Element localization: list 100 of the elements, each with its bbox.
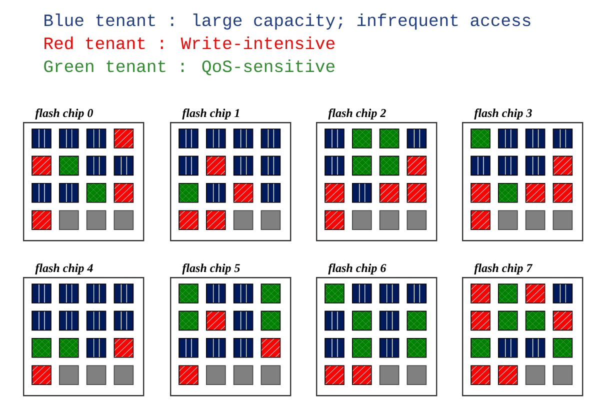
storage-block <box>552 310 573 331</box>
storage-block <box>352 284 372 304</box>
storage-block <box>552 284 573 304</box>
storage-block <box>552 365 573 385</box>
storage-block <box>525 128 546 148</box>
storage-block <box>324 156 344 176</box>
storage-block <box>86 310 106 331</box>
storage-block <box>86 284 106 304</box>
storage-block <box>324 310 344 331</box>
storage-block <box>406 310 427 331</box>
storage-block <box>379 183 400 203</box>
storage-block <box>86 183 106 203</box>
storage-block <box>86 210 106 230</box>
storage-block <box>178 210 198 230</box>
storage-block <box>352 338 372 358</box>
storage-block <box>260 338 281 358</box>
legend-entry: Red tenant : Write-intensive <box>44 36 334 50</box>
storage-block <box>260 310 281 331</box>
storage-block <box>498 365 518 385</box>
node-label: flash chip 3 <box>474 108 532 120</box>
storage-block <box>525 310 546 331</box>
storage-block <box>233 284 254 304</box>
storage-block <box>206 156 226 176</box>
storage-block <box>525 156 546 176</box>
storage-block <box>470 310 490 331</box>
storage-block <box>324 128 344 148</box>
storage-block <box>114 365 134 385</box>
storage-block <box>114 156 134 176</box>
storage-block <box>525 210 546 230</box>
storage-block <box>206 128 226 148</box>
node-label: flash chip 6 <box>328 264 386 275</box>
storage-block <box>498 156 518 176</box>
legend-entry: Green tenant : QoS-sensitive <box>44 60 334 76</box>
storage-block <box>178 310 198 331</box>
storage-block <box>406 210 427 230</box>
storage-block <box>233 183 254 203</box>
storage-block <box>379 156 400 176</box>
storage-block <box>260 284 281 304</box>
storage-block <box>206 210 226 230</box>
storage-block <box>32 128 52 148</box>
storage-block <box>206 310 226 331</box>
storage-block <box>379 284 400 304</box>
storage-block <box>379 210 400 230</box>
storage-block <box>32 210 52 230</box>
storage-block <box>178 156 198 176</box>
storage-block <box>525 365 546 385</box>
storage-block <box>470 365 490 385</box>
node-label: flash chip 5 <box>182 264 240 275</box>
storage-block <box>114 183 134 203</box>
storage-block <box>59 128 79 148</box>
storage-block <box>86 365 106 385</box>
storage-block <box>206 338 226 358</box>
storage-block <box>379 128 400 148</box>
storage-block <box>498 284 518 304</box>
storage-block <box>324 284 344 304</box>
storage-block <box>498 128 518 148</box>
storage-block <box>114 338 134 358</box>
storage-block <box>498 183 518 203</box>
storage-block <box>406 156 427 176</box>
storage-block <box>59 365 79 385</box>
storage-block <box>32 338 52 358</box>
node-label: flash chip 4 <box>35 264 93 275</box>
storage-block <box>206 365 226 385</box>
storage-block <box>552 183 573 203</box>
storage-block <box>406 365 427 385</box>
storage-block <box>114 310 134 331</box>
storage-block <box>86 128 106 148</box>
storage-block <box>178 365 198 385</box>
storage-block <box>352 156 372 176</box>
storage-block <box>260 365 281 385</box>
node-label: flash chip 7 <box>474 264 533 275</box>
storage-block <box>525 284 546 304</box>
storage-block <box>178 183 198 203</box>
storage-block <box>32 183 52 203</box>
storage-block <box>352 183 372 203</box>
storage-block <box>233 338 254 358</box>
storage-block <box>552 156 573 176</box>
storage-block <box>260 156 281 176</box>
storage-block <box>233 210 254 230</box>
storage-block <box>32 156 52 176</box>
storage-block <box>206 284 226 304</box>
storage-block <box>59 156 79 176</box>
storage-block <box>470 210 490 230</box>
storage-block <box>178 284 198 304</box>
storage-block <box>470 284 490 304</box>
storage-block <box>379 338 400 358</box>
storage-block <box>32 310 52 331</box>
legend-entry: Blue tenant : large capacity; infrequent access <box>44 14 530 30</box>
storage-block <box>352 310 372 331</box>
storage-block <box>178 128 198 148</box>
storage-block <box>59 338 79 358</box>
storage-block <box>59 310 79 331</box>
storage-block <box>352 128 372 148</box>
storage-block <box>32 365 52 385</box>
storage-block <box>406 284 427 304</box>
storage-block <box>114 284 134 304</box>
storage-block <box>114 210 134 230</box>
storage-block <box>352 210 372 230</box>
storage-block <box>86 338 106 358</box>
storage-block <box>178 338 198 358</box>
